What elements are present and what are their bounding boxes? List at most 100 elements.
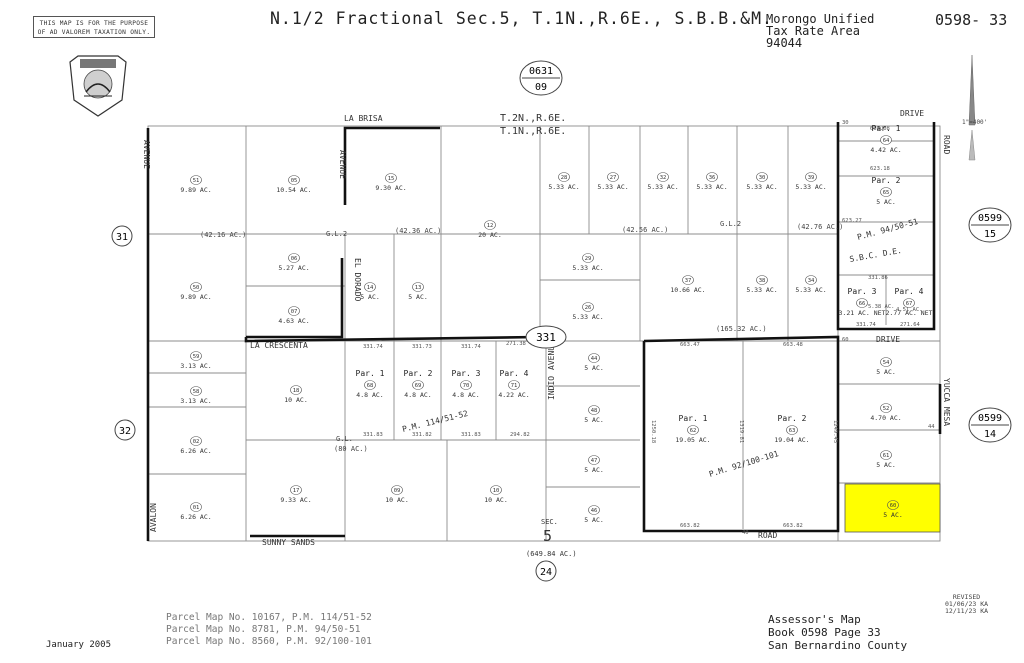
township-t1n: T.1N.,R.6E. [500,126,566,137]
adjacent-map-24[interactable]: 24 [535,560,557,582]
adjacent-map-right-upper[interactable]: 0599 15 [968,207,1012,243]
parcel-number-circle [805,172,817,182]
parcel-number: 29 [585,256,592,262]
map-title: N.1/2 Fractional Sec.5, T.1N.,R.6E., S.B… [270,9,773,28]
tra-label: Tax Rate Area [766,24,860,38]
parcel-59[interactable]: 593.13 AC. [180,351,212,371]
block-331[interactable]: 331 [525,325,567,349]
parcel-12[interactable]: 12 20 AC. [478,220,502,240]
parcel-acreage: 9.33 AC. [280,496,311,504]
gl-label: (42.36 AC.) [395,227,441,235]
parcel-69[interactable]: Par. 2 69 4.8 AC. [404,369,433,399]
gl-label: G.L. [336,435,353,443]
parcel-39[interactable]: 395.33 AC. [795,172,827,192]
parcel-51[interactable]: 519.89 AC. [180,175,212,195]
county-seal-icon [69,55,127,117]
parcel-acreage: 5.33 AC. [795,286,826,294]
parcel-acreage: 20 AC. [478,231,501,239]
parcel-number-circle [484,220,496,230]
parcel-number-circle [288,253,300,263]
section-number: 5 [543,527,552,545]
parcel-60[interactable]: 605 AC. [883,500,903,520]
parcel-60-highlight[interactable] [844,483,941,533]
scale-label: 1"=400' [962,119,987,126]
parcel-number-circle [880,357,892,367]
parcel-29[interactable]: 295.33 AC. [572,253,604,273]
parcel-47[interactable]: 475 AC. [584,455,604,475]
parcel-number: 38 [759,278,766,284]
parcel-34[interactable]: 345.33 AC. [795,275,827,295]
north-arrow-icon: 1"=400' [962,54,987,161]
parcel-14[interactable]: 145 AC. [360,282,380,302]
adjacent-map-31[interactable]: 31 [111,225,133,247]
parcel-number-circle [887,500,899,510]
township-t2n: T.2N.,R.6E. [500,113,566,124]
parcel-number: 51 [193,178,200,184]
dimension-label: 331.74 [363,344,384,350]
parcel-number-circle [364,282,376,292]
parcel-26[interactable]: 265.33 AC. [572,302,604,322]
parcel-06[interactable]: 065.27 AC. [278,253,310,273]
road-avalon: AVALON [149,503,158,532]
parcel-36[interactable]: 365.33 AC. [696,172,728,192]
parcel-par-label: Par. 2 [404,369,433,378]
purpose-note: THIS MAP IS FOR THE PURPOSE OF AD VALORE… [33,16,155,38]
parcel-17[interactable]: 179.33 AC. [280,485,312,505]
parcel-54[interactable]: 545 AC. [876,357,896,377]
parcel-number: 71 [511,383,518,389]
dimension-label: 5.38 AC. [868,304,895,310]
parcel-30[interactable]: 305.33 AC. [746,172,778,192]
dimension-label: 623.27 [842,218,862,224]
parcel-number: 05 [291,178,298,184]
parcel-58[interactable]: 583.13 AC. [180,386,212,406]
parcel-map-ref: Parcel Map No. 8560, P.M. 92/100-101 [166,636,372,647]
school-district: Morongo Unified [766,12,875,26]
parcel-13[interactable]: 135 AC. [408,282,428,302]
parcel-01[interactable]: 016.26 AC. [180,502,212,522]
parcel-number: 44 [591,356,598,362]
road-sunny-sands: SUNNY SANDS [262,538,315,547]
parcel-number-circle [756,172,768,182]
svg-text:31: 31 [116,232,128,243]
parcel-46[interactable]: 465 AC. [584,505,604,525]
parcel-07[interactable]: 074.63 AC. [278,306,310,326]
parcel-27[interactable]: 275.33 AC. [597,172,629,192]
parcel-acreage: 5.33 AC. [548,183,579,191]
parcel-48[interactable]: 485 AC. [584,405,604,425]
adjacent-map-right-lower[interactable]: 0599 14 [968,407,1012,443]
parcel-50[interactable]: 509.89 AC. [180,282,212,302]
county-name: San Bernardino County [768,639,908,652]
parcel-number: 69 [415,383,422,389]
adjacent-map-32[interactable]: 32 [114,419,136,441]
parcel-61[interactable]: 615 AC. [876,450,896,470]
adjacent-map-top[interactable]: 0631 09 [519,60,563,96]
parcel-28[interactable]: 285.33 AC. [548,172,580,192]
parcel-number-circle [588,455,600,465]
parcel-38[interactable]: 385.33 AC. [746,275,778,295]
parcel-15[interactable]: 159.30 AC. [375,173,407,193]
parcel-32[interactable]: 325.33 AC. [647,172,679,192]
dimension-label: 1249.45 [832,420,838,443]
parcel-52[interactable]: 524.70 AC. [870,403,902,423]
parcel-number: 61 [883,453,890,459]
parcel-02[interactable]: 026.26 AC. [180,436,212,456]
gl-label: G.L.2 [720,220,741,228]
parcel-number: 12 [487,223,494,229]
gl-label: (42.76 AC.) [797,223,843,231]
parcel-acreage: 4.8 AC. [404,391,431,399]
parcel-44[interactable]: 445 AC. [584,353,604,373]
